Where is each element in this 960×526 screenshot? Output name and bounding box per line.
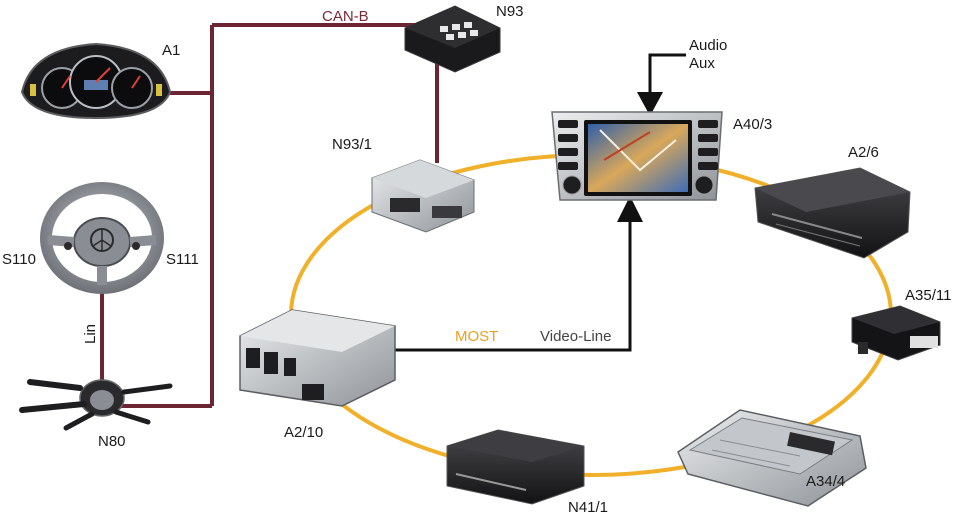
a2-6-label: A2/6 (848, 144, 879, 161)
n41-1-label: N41/1 (568, 499, 608, 516)
s110-label: S110 (2, 251, 36, 268)
sound-amplifier-icon (677, 409, 867, 507)
lin-label: Lin (82, 324, 99, 344)
comand-head-unit-icon (551, 111, 723, 201)
audio-aux-arrow-head (637, 92, 663, 116)
a1-label: A1 (162, 42, 180, 59)
audio-aux-line (648, 53, 686, 98)
interface-module-icon (371, 159, 475, 233)
instrument-cluster-icon (20, 42, 172, 120)
n93-1-label: N93/1 (332, 136, 372, 153)
a35-11-label: A35/11 (905, 287, 951, 304)
amplifier-module-icon (851, 305, 941, 361)
cd-changer-icon (754, 167, 911, 259)
a2-10-label: A2/10 (284, 424, 323, 441)
dvd-drive-icon (446, 429, 585, 505)
n80-label: N80 (98, 433, 126, 450)
can-b-label: CAN-B (322, 8, 369, 25)
s111-label: S111 (166, 251, 199, 268)
steering-column-switch-icon (19, 379, 173, 431)
a34-4-label: A34/4 (806, 473, 845, 490)
video-arrow-head (617, 196, 643, 222)
a40-3-label: A40/3 (733, 116, 772, 133)
steering-wheel-icon (40, 182, 164, 294)
video-line-label: Video-Line (540, 328, 611, 345)
audio-label: Audio (689, 37, 727, 54)
aux-label: Aux (689, 55, 715, 72)
video-line (395, 218, 632, 352)
most-label: MOST (455, 328, 498, 345)
n93-label: N93 (496, 3, 524, 20)
radio-module-icon (239, 309, 396, 407)
gateway-module-icon (404, 5, 501, 73)
